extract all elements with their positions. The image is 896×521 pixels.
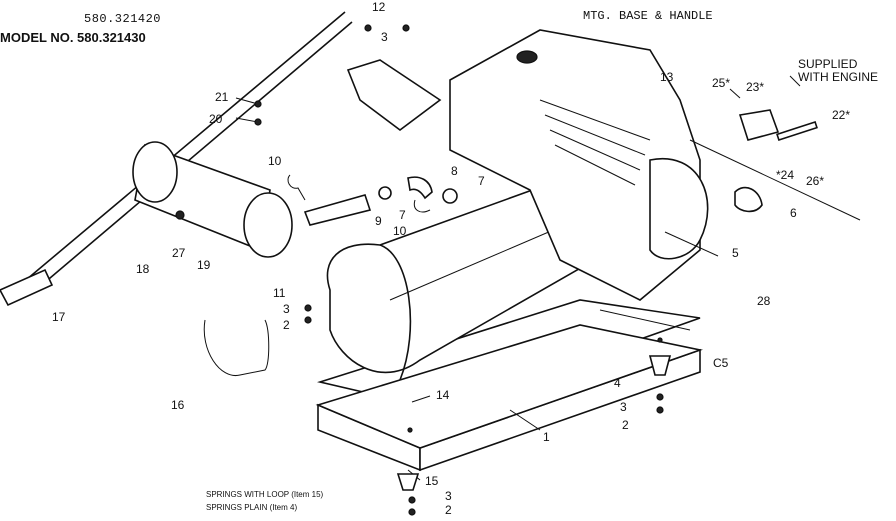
supplied-with-engine-note: SUPPLIED WITH ENGINE: [798, 58, 878, 84]
callout-21: 21: [215, 90, 229, 104]
callout-3: 3: [283, 302, 290, 316]
leader-lines: [235, 75, 861, 481]
callout-28: 28: [757, 294, 771, 308]
supplied-note-line1: SUPPLIED: [798, 57, 858, 71]
muffler: [132, 141, 293, 258]
springs: [254, 24, 672, 516]
callout-3: 3: [445, 489, 452, 503]
model-number-2: MODEL NO. 580.321430: [0, 30, 146, 45]
model-number-1: 580.321420: [84, 12, 162, 26]
engine: [449, 29, 709, 301]
plate-22: [776, 120, 818, 142]
callout-9: 9: [375, 214, 382, 228]
callout-24: *24: [776, 168, 795, 182]
callout-13: 13: [660, 70, 674, 84]
callout-15: 15: [425, 474, 439, 488]
callout-26: 26*: [806, 174, 825, 188]
callout-22: 22*: [832, 108, 851, 122]
callout-25: 25*: [712, 76, 731, 90]
callout-27: 27: [172, 246, 186, 260]
callout-6: 6: [790, 206, 797, 220]
clamp-spring: [287, 174, 306, 201]
callout-12: 12: [372, 0, 386, 14]
fitting-6: [734, 186, 763, 213]
callout-14: 14: [436, 388, 450, 402]
callout-10: 10: [393, 224, 407, 238]
bracket: [346, 59, 442, 131]
callout-23: 23*: [746, 80, 765, 94]
callout-20: 20: [209, 112, 223, 126]
callout-7: 7: [478, 174, 485, 188]
callout-3: 3: [620, 400, 627, 414]
callout-2: 2: [283, 318, 290, 332]
brake-cable: [203, 319, 270, 376]
figure-code: C5: [713, 356, 729, 370]
callout-7: 7: [399, 208, 406, 222]
callout-17: 17: [52, 310, 66, 324]
callout-2: 2: [445, 503, 452, 517]
handle-bar: [0, 11, 353, 307]
section-title: MTG. BASE & HANDLE: [583, 9, 713, 23]
note-springs-plain: SPRINGS PLAIN (Item 4): [206, 503, 298, 512]
callout-19: 19: [197, 258, 211, 272]
hose-assembly: [303, 176, 458, 226]
callout-16: 16: [171, 398, 185, 412]
note-springs-loop: SPRINGS WITH LOOP (Item 15): [206, 490, 324, 499]
callout-10: 10: [268, 154, 282, 168]
callout-8: 8: [451, 164, 458, 178]
bracket-23: [738, 109, 780, 141]
callout-3: 3: [381, 30, 388, 44]
supplied-note-line2: WITH ENGINE: [798, 70, 878, 84]
callout-18: 18: [136, 262, 150, 276]
callout-2: 2: [622, 418, 629, 432]
callout-5: 5: [732, 246, 739, 260]
callout-1: 1: [543, 430, 550, 444]
mounting-base: [315, 299, 703, 472]
callout-11: 11: [273, 286, 286, 300]
callout-4: 4: [614, 376, 621, 390]
